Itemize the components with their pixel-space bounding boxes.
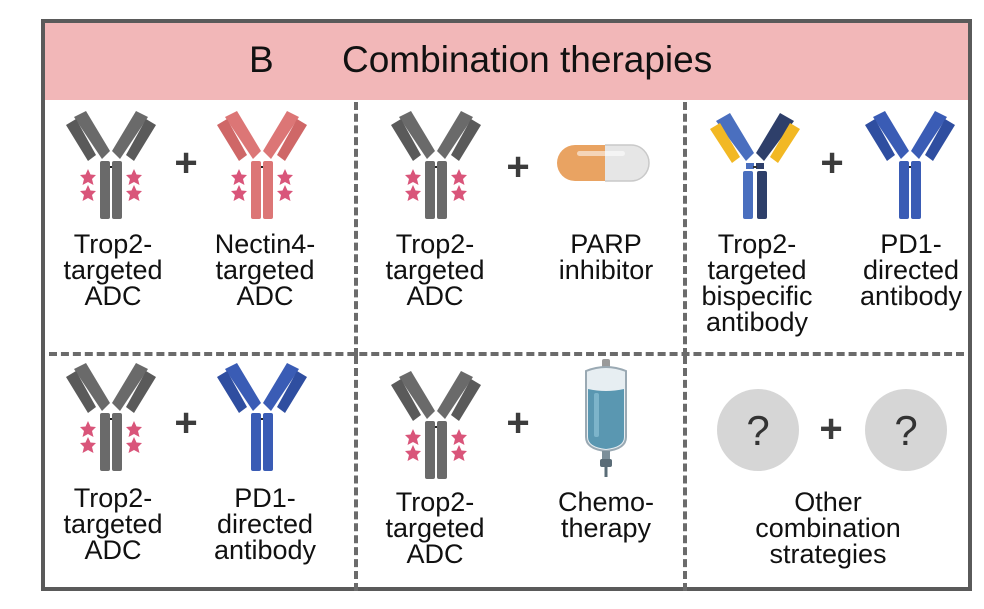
plus-sign: + xyxy=(819,407,843,451)
panel-letter: B xyxy=(249,39,274,80)
other-combinations-label: Other combination strategies xyxy=(755,487,901,569)
pill-capsule-icon xyxy=(557,144,650,182)
adc-antibody-icon xyxy=(66,363,156,473)
pd1-antibody-icon xyxy=(217,363,307,473)
agent-label: Trop2- targeted ADC xyxy=(63,483,163,565)
agent-label: Trop2- targeted bispecific antibody xyxy=(701,229,813,337)
divider-vertical xyxy=(354,356,358,591)
plus-sign: + xyxy=(174,401,198,445)
agent-label: Trop2- targeted ADC xyxy=(385,487,485,569)
header-banner: B Combination therapies xyxy=(45,23,968,100)
figure-panel: B Combination therapies + Trop2- targete… xyxy=(41,19,972,591)
plus-sign: + xyxy=(506,145,530,189)
question-mark-icon: ? xyxy=(865,389,947,471)
agent-label: Trop2- targeted ADC xyxy=(63,229,163,311)
agent-label: PD1- directed antibody xyxy=(213,483,317,565)
nectin4-adc-antibody-icon xyxy=(217,111,307,221)
agent-label: PD1- directed antibody xyxy=(859,229,963,311)
agent-label: Chemo- therapy xyxy=(557,487,655,543)
adc-antibody-icon xyxy=(391,111,481,221)
question-mark-icon: ? xyxy=(717,389,799,471)
agent-label: Nectin4- targeted ADC xyxy=(214,229,316,311)
adc-antibody-icon xyxy=(391,371,481,481)
bispecific-antibody-icon xyxy=(710,113,800,219)
question-mark-symbol: ? xyxy=(894,407,917,454)
divider-vertical xyxy=(683,356,687,591)
panel-title: Combination therapies xyxy=(342,39,713,80)
divider-horizontal xyxy=(49,352,964,356)
plus-sign: + xyxy=(174,141,198,185)
iv-bag-icon xyxy=(585,359,627,477)
question-mark-symbol: ? xyxy=(746,407,769,454)
divider-vertical xyxy=(683,102,687,356)
divider-vertical xyxy=(354,102,358,356)
pd1-antibody-icon xyxy=(865,111,955,221)
adc-antibody-icon xyxy=(66,111,156,221)
agent-label: Trop2- targeted ADC xyxy=(385,229,485,311)
agent-label: PARP inhibitor xyxy=(558,229,654,285)
plus-sign: + xyxy=(820,141,844,185)
plus-sign: + xyxy=(506,401,530,445)
